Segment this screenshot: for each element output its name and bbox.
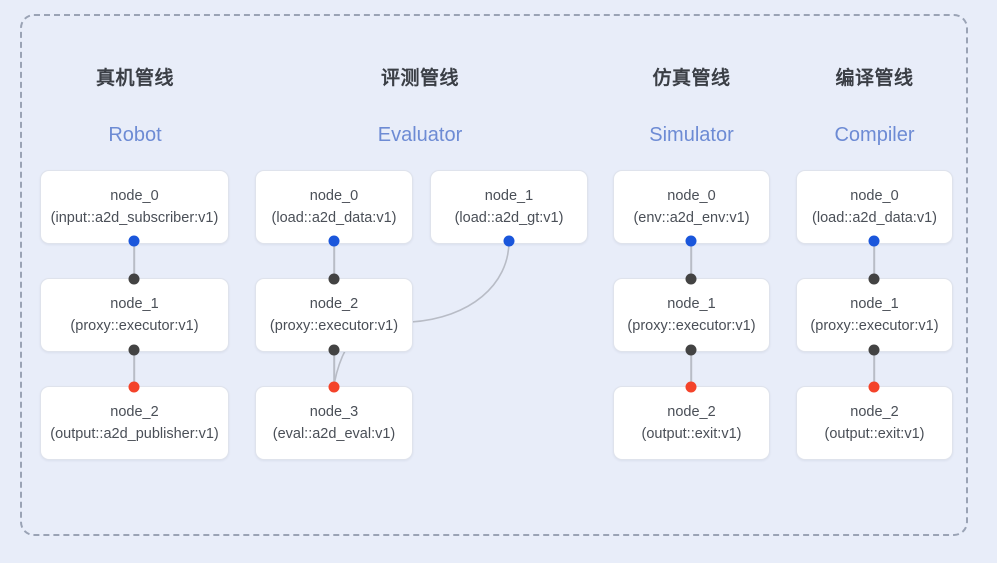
column-title-en-simulator: Simulator — [649, 124, 734, 146]
node-kind: (load::a2d_gt:v1) — [454, 210, 564, 226]
node-robot-1[interactable]: node_1 (proxy::executor:v1) — [40, 278, 229, 352]
node-compiler-2[interactable]: node_2 (output::exit:v1) — [796, 386, 953, 460]
node-id: node_1 — [667, 295, 716, 312]
node-id: node_3 — [309, 403, 359, 420]
node-kind: (proxy::executor:v1) — [269, 318, 399, 334]
node-kind: (env::a2d_env:v1) — [633, 210, 750, 226]
diagram-dashed-frame — [20, 14, 968, 536]
port-compiler-1-out[interactable] — [868, 344, 880, 356]
port-simulator-1-in[interactable] — [685, 273, 697, 285]
node-kind: (proxy::executor:v1) — [70, 318, 199, 334]
node-robot-2[interactable]: node_2 (output::a2d_publisher:v1) — [40, 386, 229, 460]
node-id: node_2 — [850, 403, 899, 420]
port-simulator-0-out[interactable] — [685, 235, 697, 247]
node-id: node_0 — [110, 187, 159, 204]
node-evaluator-1[interactable]: node_1 (load::a2d_gt:v1) — [430, 170, 588, 244]
port-evaluator-2-out[interactable] — [328, 344, 340, 356]
node-evaluator-3[interactable]: node_3 (eval::a2d_eval:v1) — [255, 386, 413, 460]
node-kind: (load::a2d_data:v1) — [271, 210, 397, 226]
port-simulator-1-out[interactable] — [685, 344, 697, 356]
port-compiler-1-in[interactable] — [868, 273, 880, 285]
column-title-en-robot: Robot — [108, 124, 162, 146]
node-kind: (output::exit:v1) — [824, 426, 925, 442]
node-simulator-1[interactable]: node_1 (proxy::executor:v1) — [613, 278, 770, 352]
edge-compiler-1-2 — [873, 349, 875, 387]
port-evaluator-2-in[interactable] — [328, 273, 340, 285]
port-simulator-2-in[interactable] — [685, 381, 697, 393]
port-evaluator-0-out[interactable] — [328, 235, 340, 247]
column-title-cn-compiler: 编译管线 — [835, 68, 914, 89]
node-id: node_0 — [309, 187, 359, 204]
column-title-en-evaluator: Evaluator — [377, 124, 463, 146]
node-id: node_2 — [110, 403, 159, 420]
node-simulator-0[interactable]: node_0 (env::a2d_env:v1) — [613, 170, 770, 244]
node-kind: (output::a2d_publisher:v1) — [50, 426, 219, 442]
node-id: node_1 — [110, 295, 159, 312]
port-robot-0-out[interactable] — [128, 235, 140, 247]
node-id: node_2 — [309, 295, 359, 312]
column-title-en-compiler: Compiler — [834, 124, 915, 146]
node-kind: (output::exit:v1) — [641, 426, 742, 442]
port-robot-2-in[interactable] — [128, 381, 140, 393]
edge-sim-1-2 — [690, 349, 692, 387]
edge-eval-0-2 — [333, 241, 335, 279]
port-compiler-0-out[interactable] — [868, 235, 880, 247]
node-compiler-1[interactable]: node_1 (proxy::executor:v1) — [796, 278, 953, 352]
edge-robot-0-1 — [133, 241, 135, 279]
node-kind: (proxy::executor:v1) — [627, 318, 756, 334]
port-evaluator-1-out[interactable] — [503, 235, 515, 247]
node-kind: (load::a2d_data:v1) — [812, 210, 937, 226]
node-id: node_2 — [667, 403, 716, 420]
node-evaluator-0[interactable]: node_0 (load::a2d_data:v1) — [255, 170, 413, 244]
column-title-cn-evaluator: 评测管线 — [380, 68, 459, 89]
column-title-cn-robot: 真机管线 — [95, 68, 174, 89]
node-kind: (input::a2d_subscriber:v1) — [50, 210, 219, 226]
node-robot-0[interactable]: node_0 (input::a2d_subscriber:v1) — [40, 170, 229, 244]
node-id: node_1 — [484, 187, 534, 204]
node-compiler-0[interactable]: node_0 (load::a2d_data:v1) — [796, 170, 953, 244]
edge-compiler-0-1 — [873, 241, 875, 279]
node-kind: (eval::a2d_eval:v1) — [272, 426, 396, 442]
port-robot-1-out[interactable] — [128, 344, 140, 356]
edge-sim-0-1 — [690, 241, 692, 279]
node-id: node_0 — [667, 187, 716, 204]
node-id: node_1 — [850, 295, 899, 312]
node-evaluator-2[interactable]: node_2 (proxy::executor:v1) — [255, 278, 413, 352]
node-kind: (proxy::executor:v1) — [810, 318, 939, 334]
port-robot-1-in[interactable] — [128, 273, 140, 285]
port-evaluator-3-in[interactable] — [328, 381, 340, 393]
node-id: node_0 — [850, 187, 899, 204]
node-simulator-2[interactable]: node_2 (output::exit:v1) — [613, 386, 770, 460]
port-compiler-2-in[interactable] — [868, 381, 880, 393]
edge-robot-1-2 — [133, 349, 135, 387]
column-title-cn-simulator: 仿真管线 — [652, 68, 731, 89]
